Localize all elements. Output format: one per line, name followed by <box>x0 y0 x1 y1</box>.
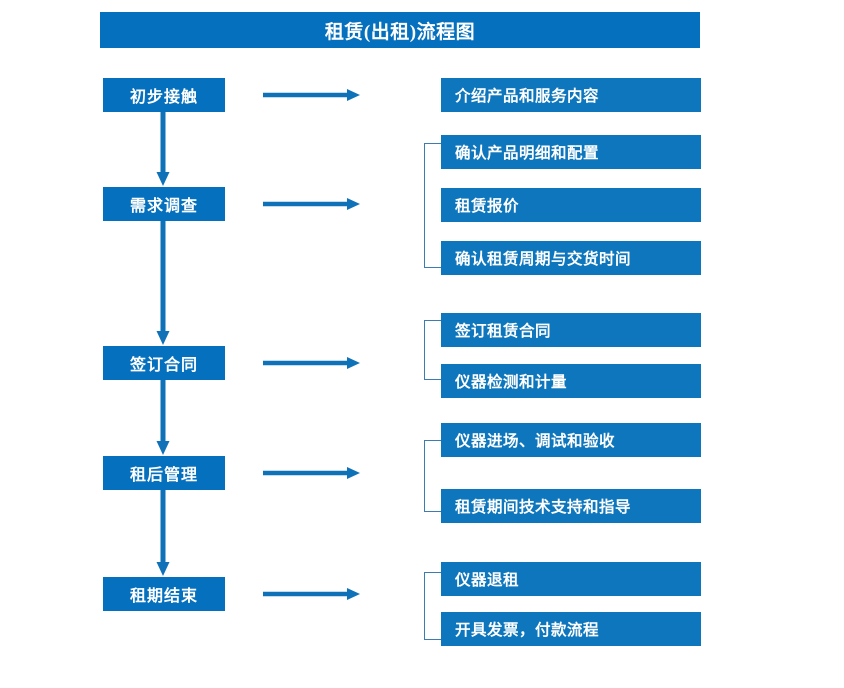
group-bracket-3 <box>424 320 441 380</box>
group-bracket-5 <box>424 572 441 640</box>
detail-box-7[interactable]: 仪器进场、调试和验收 <box>441 423 701 457</box>
group-bracket-2 <box>424 143 441 268</box>
horizontal-arrow-2 <box>263 196 361 212</box>
stage-box-5[interactable]: 租期结束 <box>103 577 225 611</box>
stage-box-3[interactable]: 签订合同 <box>103 346 225 380</box>
vertical-arrow-3-to-4 <box>155 380 171 456</box>
horizontal-arrow-1 <box>263 87 361 103</box>
vertical-arrow-4-to-5 <box>155 490 171 577</box>
horizontal-arrow-4 <box>263 465 361 481</box>
horizontal-arrow-3 <box>263 355 361 371</box>
vertical-arrow-2-to-3 <box>155 221 171 346</box>
detail-box-10[interactable]: 开具发票，付款流程 <box>441 612 701 646</box>
detail-box-3[interactable]: 租赁报价 <box>441 188 701 222</box>
detail-box-8[interactable]: 租赁期间技术支持和指导 <box>441 489 701 523</box>
stage-box-4[interactable]: 租后管理 <box>103 456 225 490</box>
vertical-arrow-1-to-2 <box>155 112 171 187</box>
horizontal-arrow-5 <box>263 586 361 602</box>
detail-box-1[interactable]: 介绍产品和服务内容 <box>441 78 701 112</box>
detail-box-4[interactable]: 确认租赁周期与交货时间 <box>441 241 701 275</box>
group-bracket-4 <box>424 440 441 512</box>
detail-box-9[interactable]: 仪器退租 <box>441 562 701 596</box>
detail-box-6[interactable]: 仪器检测和计量 <box>441 364 701 398</box>
stage-box-1[interactable]: 初步接触 <box>103 78 225 112</box>
detail-box-5[interactable]: 签订租赁合同 <box>441 313 701 347</box>
stage-box-2[interactable]: 需求调查 <box>103 187 225 221</box>
detail-box-2[interactable]: 确认产品明细和配置 <box>441 135 701 169</box>
diagram-title: 租赁(出租)流程图 <box>100 12 700 48</box>
